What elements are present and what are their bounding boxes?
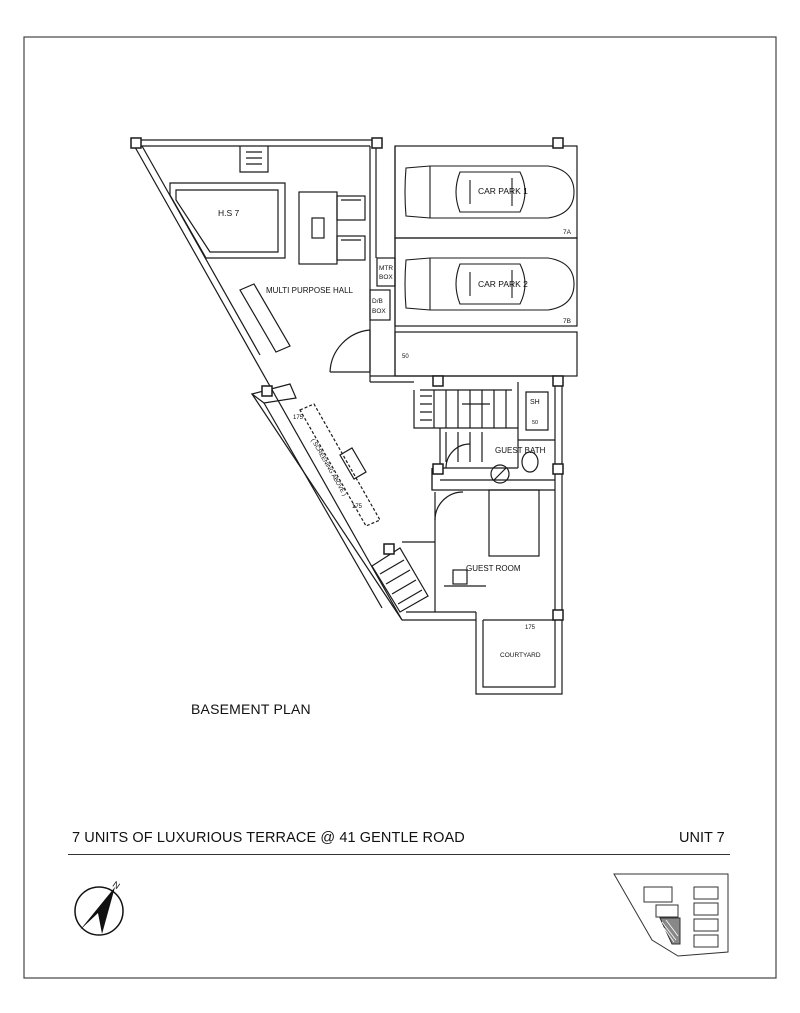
car-2 [404, 257, 575, 311]
label-guest-bath: GUEST BATH [495, 446, 546, 455]
car-1 [404, 165, 575, 219]
label-sh: SH [530, 399, 540, 406]
unit-label: UNIT 7 [679, 830, 725, 846]
label-mtr-box-line1: MTR [379, 265, 393, 272]
label-multi-purpose-hall: MULTI PURPOSE HALL [266, 286, 354, 295]
label-mtr-box-line2: BOX [379, 274, 393, 281]
label-car-park-1: CAR PARK 1 [478, 186, 528, 196]
label-car-park-2: CAR PARK 2 [478, 279, 528, 289]
label-dim-50: 50 [402, 354, 409, 360]
project-title: 7 UNITS OF LUXURIOUS TERRACE @ 41 GENTLE… [72, 830, 465, 846]
basement-floor-plan [130, 139, 578, 695]
label-db-box-line1: D/B [372, 298, 383, 305]
label-db-box-line2: BOX [372, 308, 386, 315]
north-arrow-label: N [111, 879, 122, 891]
label-dim-175-c: 175 [525, 625, 536, 631]
label-lot-7b: 7B [563, 318, 571, 325]
sheet-border [23, 36, 777, 979]
plan-caption: BASEMENT PLAN [191, 701, 311, 717]
label-dim-175-a: 175 [293, 415, 304, 421]
title-divider [68, 854, 730, 855]
key-plan [613, 873, 729, 957]
label-courtyard: COURTYARD [500, 652, 541, 659]
label-dim-175-b: 175 [352, 504, 363, 510]
label-lot-7a: 7A [563, 229, 572, 236]
label-sh-dim: 50 [532, 420, 538, 426]
plan-labels: H.S 7 CAR PARK 1 CAR PARK 2 7A 7B MTR BO… [218, 186, 572, 659]
label-guest-room: GUEST ROOM [466, 564, 521, 573]
north-arrow: N [74, 879, 124, 936]
label-hs7: H.S 7 [218, 208, 240, 218]
structural-columns [130, 137, 564, 621]
